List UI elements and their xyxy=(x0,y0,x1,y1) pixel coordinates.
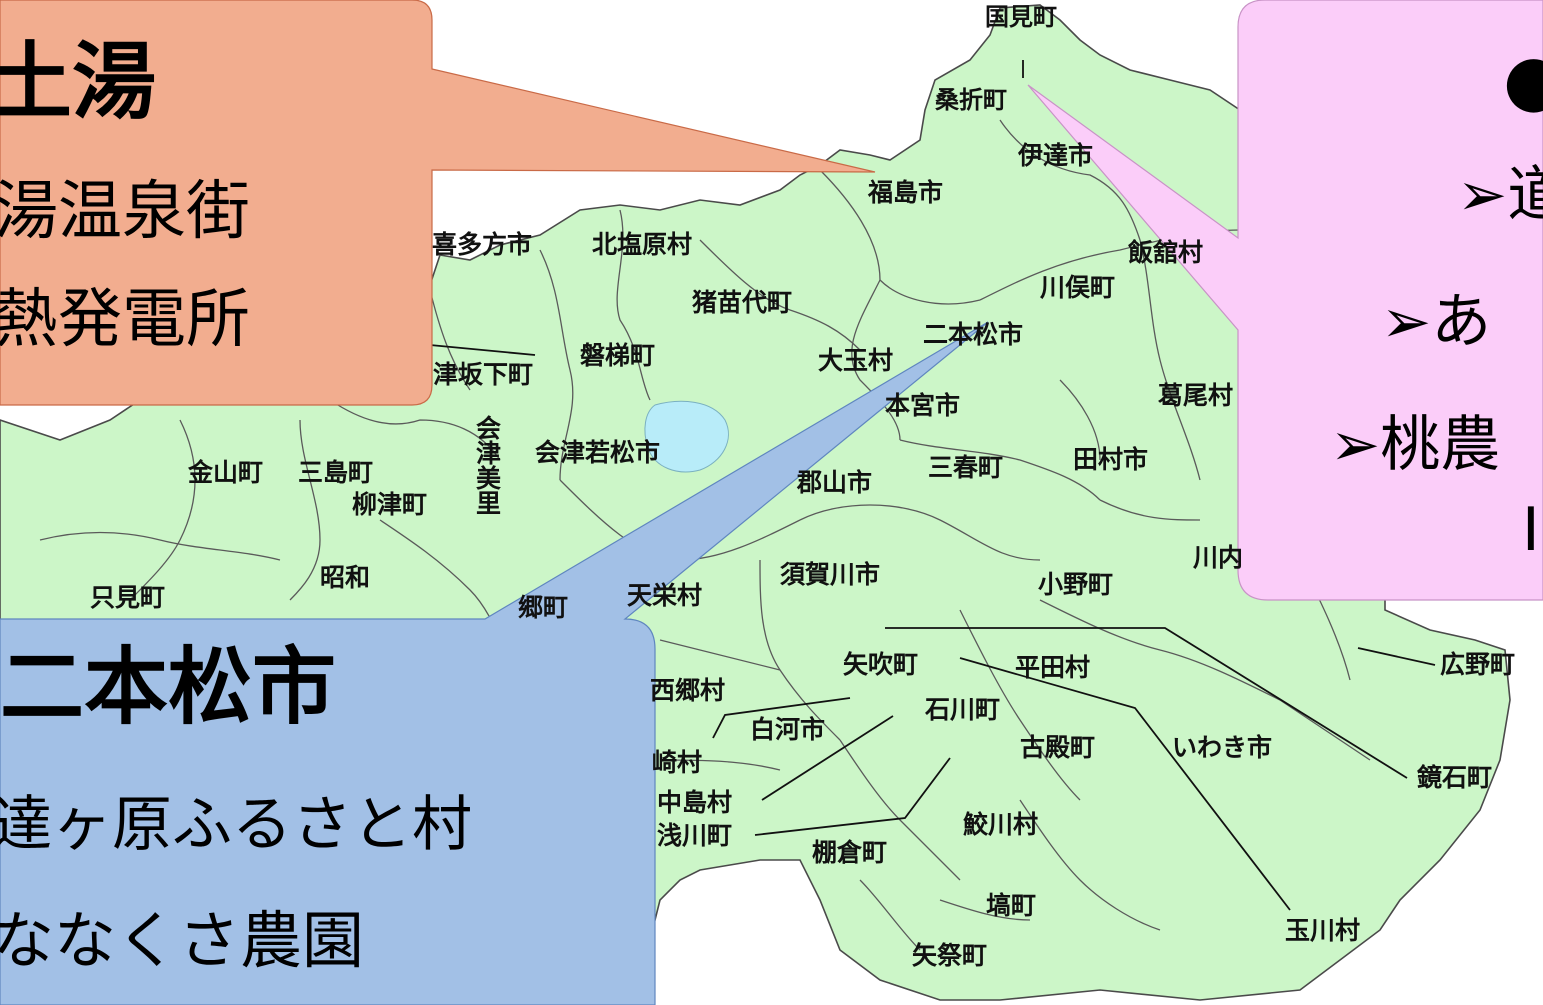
map-label-tamakawa: 玉川村 xyxy=(1285,916,1361,945)
map-label-hirono: 広野町 xyxy=(1440,650,1516,679)
map-label-miharu: 三春町 xyxy=(928,453,1004,482)
map-label-aizubange: 津坂下町 xyxy=(433,360,534,389)
map-label-aizumisato: 会津美里 xyxy=(472,415,502,515)
map-label-furudono: 古殿町 xyxy=(1020,733,1096,762)
map-label-showa: 昭和 xyxy=(320,563,371,592)
koori-callout-line-2: ➢あ xyxy=(1381,287,1492,357)
koori-callout-bubble xyxy=(1027,0,1543,601)
map-label-kaneyama: 金山町 xyxy=(188,458,264,487)
map-label-hirata: 平田村 xyxy=(1015,653,1091,682)
tsuchiyu-callout-bubble xyxy=(0,0,876,406)
nihonmatsu-callout-title: 二本松市 xyxy=(0,638,337,736)
map-label-aizuwakamatsu: 会津若松市 xyxy=(535,438,661,467)
map-label-inawashiro: 猪苗代町 xyxy=(692,288,793,317)
map-label-samegawa: 鮫川村 xyxy=(963,810,1039,839)
koori-callout-line-1: ➢道 xyxy=(1457,160,1543,230)
map-label-kunimi: 国見町 xyxy=(985,3,1057,31)
map-label-otama: 大玉村 xyxy=(818,346,894,375)
map-label-kitakata: 喜多方市 xyxy=(432,230,533,259)
map-label-tadami: 只見町 xyxy=(90,583,166,612)
map-label-kagamiishi: 鏡石町 xyxy=(1417,763,1493,792)
tsuchiyu-callout-line-2: 熱発電所 xyxy=(0,283,250,357)
map-label-kawauchi: 川内 xyxy=(1193,543,1244,572)
map-label-yabuki: 矢吹町 xyxy=(843,650,919,679)
map-label-nihonmatsu: 二本松市 xyxy=(923,320,1024,349)
map-label-shimogo: 郷町 xyxy=(518,593,569,622)
map-label-ono: 小野町 xyxy=(1038,570,1114,599)
koori-callout-bullet: ● xyxy=(1503,39,1543,121)
map-label-kitashiobara: 北塩原村 xyxy=(592,230,693,259)
municipal-borders xyxy=(39,119,1371,951)
tsuchiyu-callout-title: 土湯 xyxy=(0,33,157,131)
nihonmatsu-callout-line-2: ななくさ農園 xyxy=(0,904,365,977)
leader-lines xyxy=(429,60,1436,911)
map-label-yamatsuri: 矢祭町 xyxy=(912,941,988,970)
koori-callout-line-3: ➢桃農 xyxy=(1330,410,1501,480)
map-label-katsurao: 葛尾村 xyxy=(1158,381,1234,410)
map-label-motomiya: 本宮市 xyxy=(885,391,961,420)
map-label-date: 伊達市 xyxy=(1018,141,1094,170)
map-label-iitate: 飯舘村 xyxy=(1128,238,1204,267)
map-label-izumizaki: 崎村 xyxy=(652,748,703,777)
map-label-kawamata: 川俣町 xyxy=(1040,273,1116,302)
map-label-koori: 桑折町 xyxy=(935,86,1007,114)
map-label-yanaizu: 柳津町 xyxy=(352,490,428,519)
map-label-tenei: 天栄村 xyxy=(627,581,703,610)
map-label-fukushima: 福島市 xyxy=(868,178,944,207)
map-label-sukagawa: 須賀川市 xyxy=(780,560,881,589)
koori-callout-line-4: Ⅰ xyxy=(1522,495,1540,565)
map-label-ishikawa: 石川町 xyxy=(925,695,1001,724)
map-label-nakajima: 中島村 xyxy=(657,788,733,817)
map-label-asakawa: 浅川町 xyxy=(657,821,733,850)
map-label-iwaki: いわき市 xyxy=(1172,733,1273,762)
nihonmatsu-callout-bubble xyxy=(0,321,989,1005)
map-label-koriyama: 郡山市 xyxy=(797,468,873,497)
lake-inawashiro xyxy=(644,400,729,473)
map-label-bandai: 磐梯町 xyxy=(580,341,656,370)
map-label-shirakawa: 白河市 xyxy=(750,715,826,744)
map-label-mishima: 三島町 xyxy=(298,458,374,487)
map-label-hanawa: 塙町 xyxy=(986,891,1037,920)
nihonmatsu-callout-line-1: 達ヶ原ふるさと村 xyxy=(0,790,472,860)
map-label-tamura: 田村市 xyxy=(1073,445,1149,474)
map-label-tanagura: 棚倉町 xyxy=(812,838,888,867)
tsuchiyu-callout-line-1: 湯温泉街 xyxy=(0,175,250,249)
map-label-nishigo: 西郷村 xyxy=(650,676,726,705)
